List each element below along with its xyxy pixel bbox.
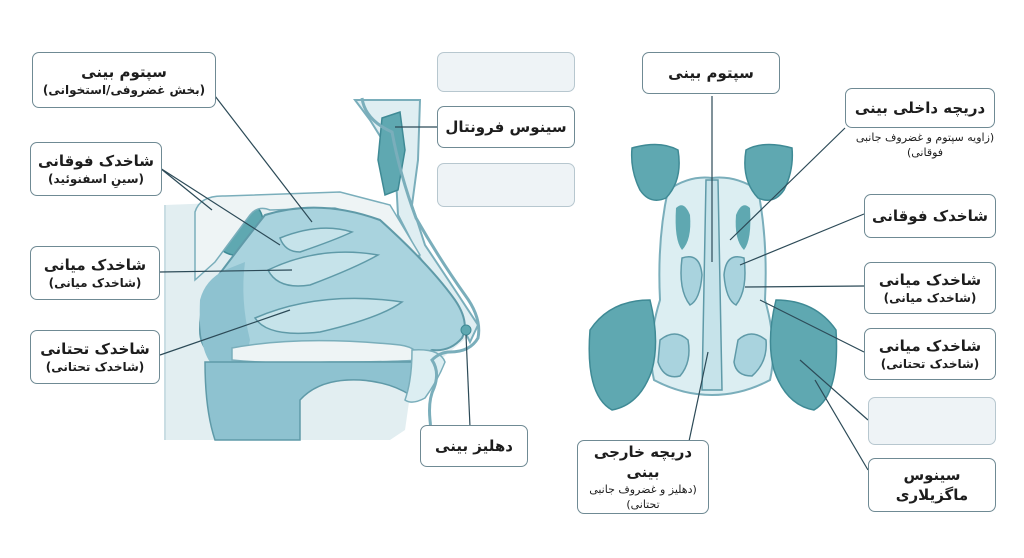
superior-turbinate-shape <box>279 227 355 253</box>
label-title: دریچه خارجی بینی <box>593 443 693 481</box>
left-ethmoid <box>675 205 691 250</box>
left-maxillary-sinus <box>588 299 657 411</box>
label-inferior-turbinate-left: شاخدک تحتانی (شاخدک تحتانی) <box>30 330 160 384</box>
coronal-section <box>588 143 838 411</box>
label-title: شاخدک میانی <box>878 337 982 355</box>
internal-valve-note: (زاویه سپتوم و غضروف جانبی فوقانی) <box>855 130 995 160</box>
middle-turbinate-shape <box>266 251 381 287</box>
label-subtitle: (بخش غضروفی/استخوانی) <box>42 83 206 97</box>
label-title: شاخدک میانی <box>878 271 982 289</box>
label-title: سپتوم بینی <box>668 64 754 82</box>
label-nasal-septum-left: سپتوم بینی (بخش غضروفی/استخوانی) <box>32 52 216 108</box>
label-external-valve: دریچه خارجی بینی (دهلیز و غضروف جانبی تح… <box>577 440 709 514</box>
label-middle-turbinate-right-2: شاخدک میانی (شاخدک تحتانی) <box>864 328 996 380</box>
label-title: دهلیز بینی <box>435 437 513 455</box>
septum-shape <box>701 179 723 391</box>
right-middle-turbinate <box>723 256 746 306</box>
label-title: شاخدک تحتانی <box>40 340 150 358</box>
label-superior-turbinate-right: شاخدک فوقانی <box>864 194 996 238</box>
label-blank-1 <box>437 52 575 92</box>
label-superior-turbinate-left: شاخدک فوقانی (سینِ اسفنوئید) <box>30 142 162 196</box>
label-maxillary-sinus: سینوس ماگزیلاری <box>868 458 996 512</box>
label-subtitle: (شاخدک تحتانی) <box>45 360 145 374</box>
label-title: شاخدک فوقانی <box>38 152 154 170</box>
frontal-sinus-shape <box>377 111 406 197</box>
label-nasal-vestibule: دهلیز بینی <box>420 425 528 467</box>
label-nasal-septum-right: سپتوم بینی <box>642 52 780 94</box>
label-frontal-sinus: سینوس فرونتال <box>437 106 575 148</box>
hard-palate <box>231 339 419 364</box>
label-subtitle: (زاویه سپتوم و غضروف جانبی فوقانی) <box>855 131 995 159</box>
label-blank-2 <box>437 163 575 207</box>
label-middle-turbinate-right: شاخدک میانی (شاخدک میانی) <box>864 262 996 314</box>
label-blank-3 <box>868 397 996 445</box>
leader-lines <box>159 95 869 471</box>
inferior-turbinate-shape <box>253 297 404 335</box>
left-orbit <box>630 143 680 201</box>
left-inferior-turbinate <box>657 333 690 378</box>
label-internal-valve: دریچه داخلی بینی <box>845 88 995 128</box>
label-subtitle: (شاخدک میانی) <box>883 291 977 305</box>
label-title: سینوس فرونتال <box>445 118 567 136</box>
label-title: دریچه داخلی بینی <box>854 99 986 117</box>
label-subtitle: (شاخدک تحتانی) <box>880 357 980 371</box>
left-middle-turbinate <box>680 256 703 306</box>
face-profile <box>360 97 481 446</box>
label-subtitle: (سینِ اسفنوئید) <box>48 172 144 186</box>
label-middle-turbinate-left: شاخدک میانی (شاخدک میانی) <box>30 246 160 300</box>
right-maxillary-sinus <box>769 299 838 411</box>
label-title: شاخدک میانی <box>43 256 147 274</box>
label-subtitle: (دهلیز و غضروف جانبی تحتانی) <box>589 483 697 511</box>
label-title: سپتوم بینی <box>81 63 167 81</box>
right-inferior-turbinate <box>733 333 767 377</box>
vestibule-marker <box>460 324 472 336</box>
right-orbit <box>744 143 794 201</box>
label-title: شاخدک فوقانی <box>872 207 988 225</box>
label-subtitle: (شاخدک میانی) <box>48 276 142 290</box>
label-title: سینوس ماگزیلاری <box>895 466 969 504</box>
